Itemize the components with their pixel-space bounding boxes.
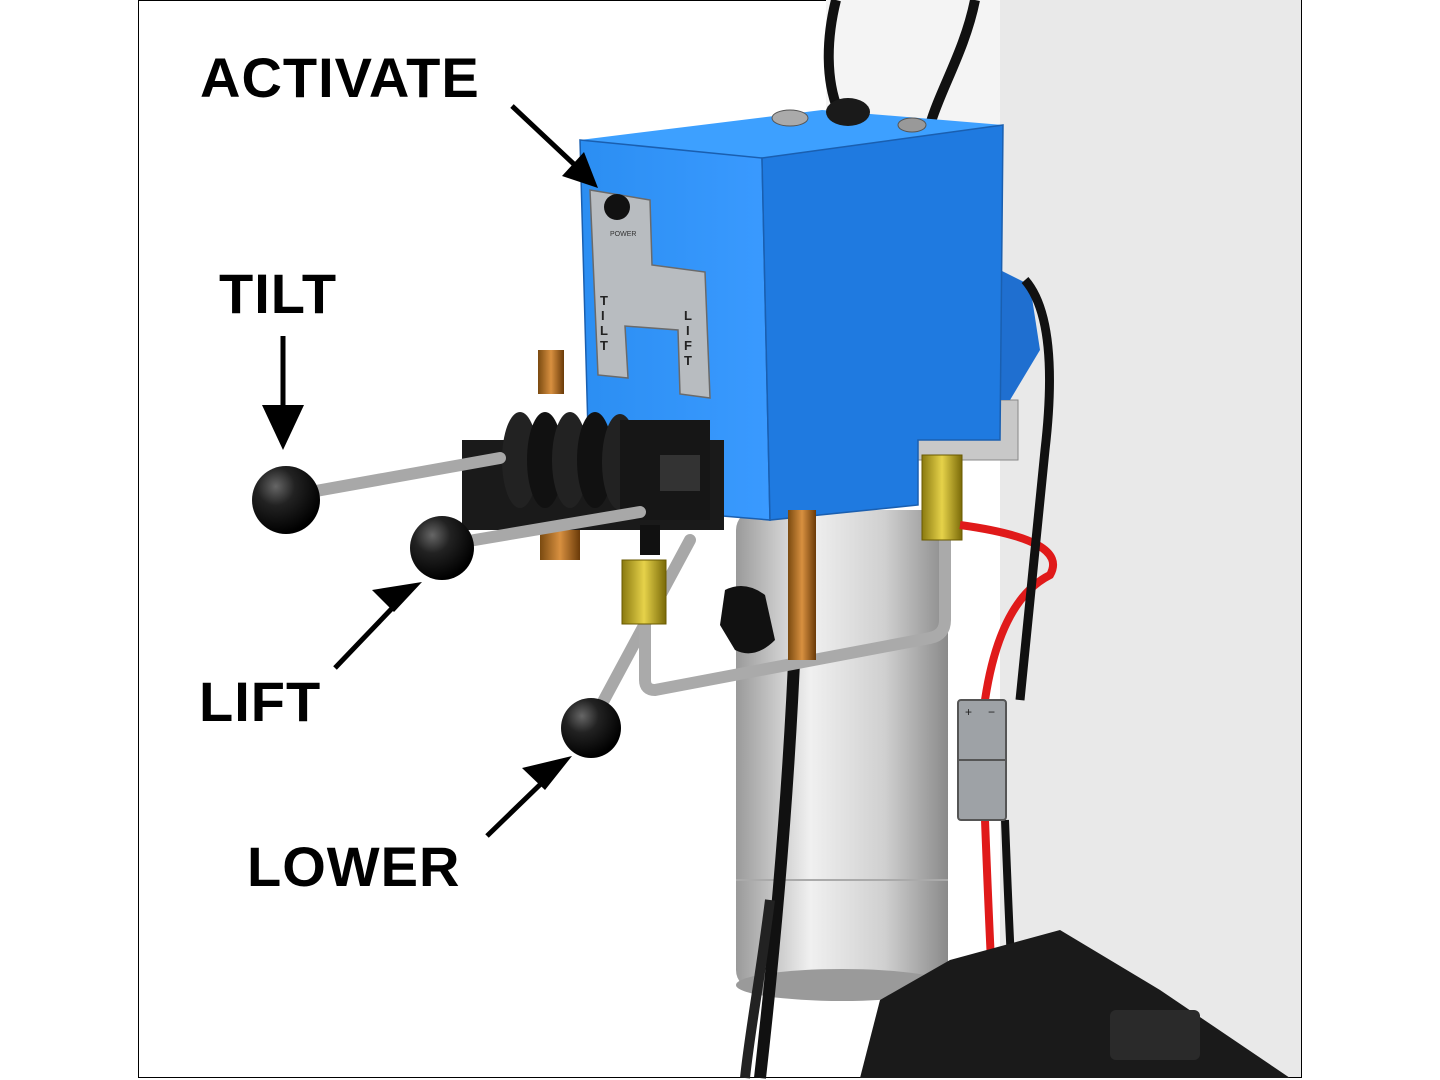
top-bolt-left bbox=[771, 109, 809, 127]
hose-front bbox=[754, 639, 801, 1079]
control-plate bbox=[589, 189, 711, 399]
housing-top bbox=[580, 110, 1003, 158]
top-cable-right bbox=[925, 0, 980, 127]
copper-fitting-top bbox=[538, 350, 564, 394]
lower-lever-knob[interactable] bbox=[561, 698, 621, 758]
callout-arrows bbox=[262, 104, 598, 838]
tilt-label: TILT bbox=[219, 262, 338, 325]
svg-text:T: T bbox=[600, 293, 608, 308]
lift-lever-rod[interactable] bbox=[439, 506, 646, 551]
lift-lever-knob[interactable] bbox=[410, 516, 474, 580]
activate-label: ACTIVATE bbox=[200, 46, 480, 109]
svg-text:I: I bbox=[601, 308, 605, 323]
tank-knob[interactable] bbox=[720, 586, 775, 654]
svg-text:L: L bbox=[600, 323, 608, 338]
svg-text:I: I bbox=[686, 323, 690, 338]
lift-label: LIFT bbox=[199, 670, 322, 733]
lower-arrow bbox=[485, 756, 572, 838]
background-wall-shade bbox=[826, 0, 1000, 130]
brass-fitting-left bbox=[621, 559, 667, 625]
svg-text:T: T bbox=[684, 353, 692, 368]
copper-valve-center bbox=[788, 510, 816, 660]
housing-side bbox=[761, 124, 1004, 521]
pipe-loop bbox=[639, 540, 951, 697]
top-cable-left bbox=[823, 0, 843, 112]
svg-text:T: T bbox=[600, 338, 608, 353]
top-bolt-right bbox=[897, 117, 927, 133]
background-wall bbox=[826, 0, 1301, 1077]
battery-terminal bbox=[1110, 1010, 1200, 1060]
valve-body bbox=[502, 412, 710, 520]
valve-stem bbox=[640, 525, 660, 555]
top-cap bbox=[826, 98, 870, 126]
lower-label: LOWER bbox=[247, 835, 461, 898]
tilt-lever-rod[interactable] bbox=[282, 452, 506, 502]
red-wire-loop bbox=[959, 521, 1058, 701]
brass-fitting-right bbox=[921, 454, 963, 541]
power-label: POWER bbox=[610, 231, 636, 238]
connector-plus: + bbox=[965, 705, 972, 719]
hose-back bbox=[740, 899, 775, 1079]
tilt-lever-knob[interactable] bbox=[252, 466, 320, 534]
connector-minus: − bbox=[988, 705, 995, 719]
svg-text:F: F bbox=[684, 338, 692, 353]
plate-tilt-letters: T I L T bbox=[600, 293, 608, 353]
black-wire-right bbox=[1015, 277, 1054, 701]
activate-arrow bbox=[510, 104, 598, 188]
copper-fitting-bottom bbox=[540, 530, 580, 560]
motor-blue bbox=[1000, 270, 1040, 400]
plate-lift-letters: L I F T bbox=[684, 308, 692, 368]
svg-text:L: L bbox=[684, 308, 692, 323]
tilt-arrow bbox=[262, 336, 304, 450]
lift-arrow bbox=[333, 582, 422, 670]
power-button[interactable] bbox=[604, 194, 630, 220]
